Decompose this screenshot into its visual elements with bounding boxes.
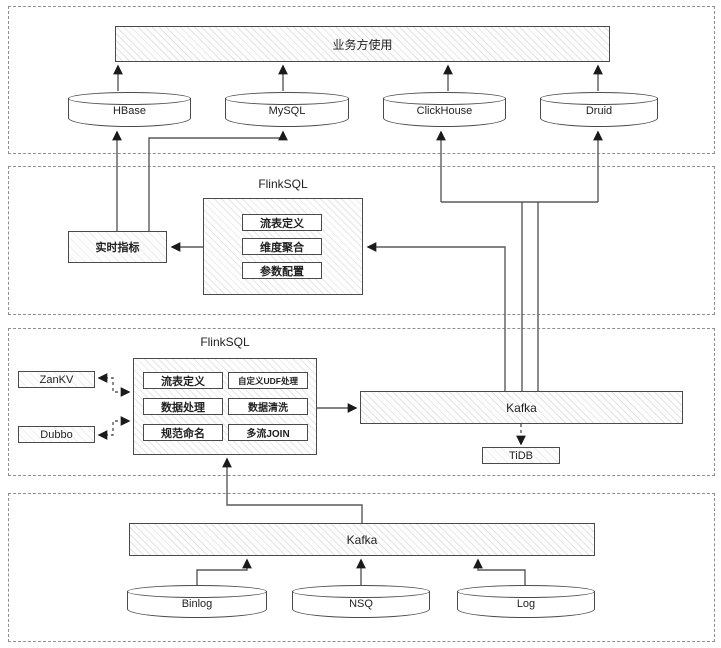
store-mysql-label: MySQL <box>268 105 306 117</box>
store-hbase: HBase <box>68 92 191 127</box>
store-mysql: MySQL <box>225 92 349 127</box>
source-nsq-label: NSQ <box>349 598 373 610</box>
module-label: 数据清洗 <box>248 403 288 414</box>
cylinder-top <box>225 92 349 105</box>
cylinder-top <box>540 92 658 105</box>
cylinder-top <box>68 92 191 105</box>
source-nsq: NSQ <box>292 585 430 618</box>
module-stream-table-def-3: 流表定义 <box>143 372 223 389</box>
module-label: 数据处理 <box>161 401 205 414</box>
store-clickhouse: ClickHouse <box>383 92 506 127</box>
store-druid: Druid <box>540 92 658 127</box>
kafka-bottom-label: Kafka <box>346 532 378 547</box>
business-usage-bar: 业务方使用 <box>115 26 610 62</box>
realtime-metrics-box: 实时指标 <box>68 231 167 263</box>
module-dimension-agg: 维度聚合 <box>242 238 322 255</box>
store-druid-label: Druid <box>585 105 613 117</box>
source-binlog-label: Binlog <box>181 598 213 610</box>
kafka-bottom-bar: Kafka <box>129 523 595 556</box>
module-data-cleaning: 数据清洗 <box>228 398 308 415</box>
source-binlog: Binlog <box>127 585 267 618</box>
source-log: Log <box>457 585 595 618</box>
cylinder-top <box>127 585 267 598</box>
tidb-box: TiDB <box>482 447 560 464</box>
zankv-label: ZanKV <box>39 373 74 386</box>
store-hbase-label: HBase <box>112 105 147 117</box>
module-label: 多流JOIN <box>246 429 290 440</box>
module-param-config: 参数配置 <box>242 262 322 279</box>
module-label: 规范命名 <box>161 427 205 440</box>
tidb-label: TiDB <box>508 449 534 462</box>
module-label: 自定义UDF处理 <box>238 375 298 386</box>
dubbo-box: Dubbo <box>18 426 95 443</box>
module-stream-table-def-2: 流表定义 <box>242 214 322 231</box>
cylinder-top <box>383 92 506 105</box>
module-multi-stream-join: 多流JOIN <box>228 424 308 441</box>
realtime-metrics-label: 实时指标 <box>95 242 140 254</box>
module-custom-udf: 自定义UDF处理 <box>228 372 308 389</box>
dubbo-label: Dubbo <box>40 428 73 441</box>
zankv-box: ZanKV <box>18 371 95 388</box>
flinksql-title-processing: FlinkSQL <box>200 335 250 349</box>
cylinder-top <box>457 585 595 598</box>
module-label: 参数配置 <box>260 265 304 278</box>
kafka-middle-label: Kafka <box>506 400 537 415</box>
module-label: 流表定义 <box>161 375 205 388</box>
section-data-ingestion <box>8 493 715 642</box>
kafka-middle-bar: Kafka <box>360 391 683 424</box>
section-business-usage <box>8 6 715 154</box>
store-clickhouse-label: ClickHouse <box>416 105 473 117</box>
module-naming-convention: 规范命名 <box>143 424 223 441</box>
source-log-label: Log <box>516 598 536 610</box>
flinksql-title-metrics: FlinkSQL <box>258 177 308 191</box>
section-realtime-metrics <box>8 166 715 315</box>
business-usage-label: 业务方使用 <box>332 37 393 52</box>
module-data-processing: 数据处理 <box>143 398 223 415</box>
module-label: 维度聚合 <box>260 241 304 254</box>
module-label: 流表定义 <box>260 217 304 230</box>
cylinder-top <box>292 585 430 598</box>
